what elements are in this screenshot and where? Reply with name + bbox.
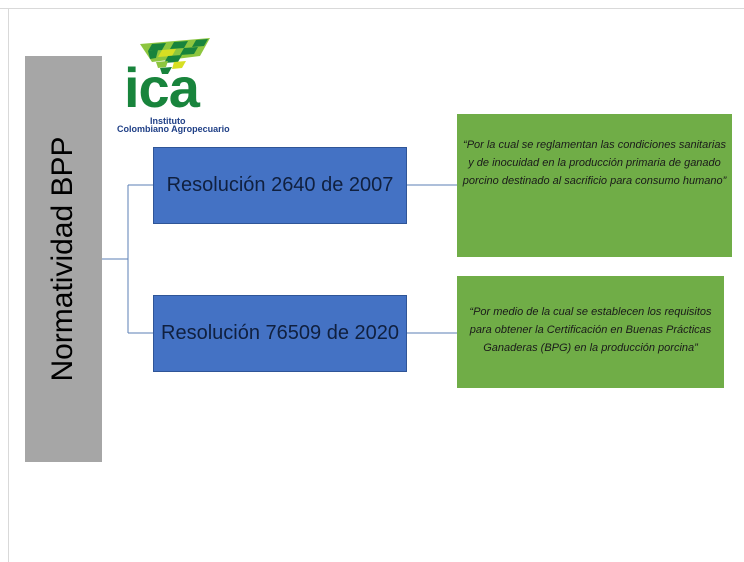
side-title-panel [25,56,102,462]
frame-left-border [8,8,9,562]
resolution-description-1: “Por la cual se reglamentan las condicio… [457,114,732,257]
resolution-description-2: “Por medio de la cual se establecen los … [457,276,724,388]
frame-top-border [0,8,744,9]
logo-roof-icon [140,38,210,74]
logo-line-1: Instituto [150,116,186,126]
logo-wordmark: ica [124,56,200,119]
ica-logo-icon [140,38,210,74]
resolution-box-2: Resolución 76509 de 2020 [153,295,407,372]
resolution-description-2-text: “Por medio de la cual se establecen los … [469,306,712,354]
resolution-description-1-text: “Por la cual se reglamentan las condicio… [462,139,727,187]
logo-line-2: Colombiano Agropecuario [117,124,230,134]
resolution-box-1: Resolución 2640 de 2007 [153,147,407,224]
